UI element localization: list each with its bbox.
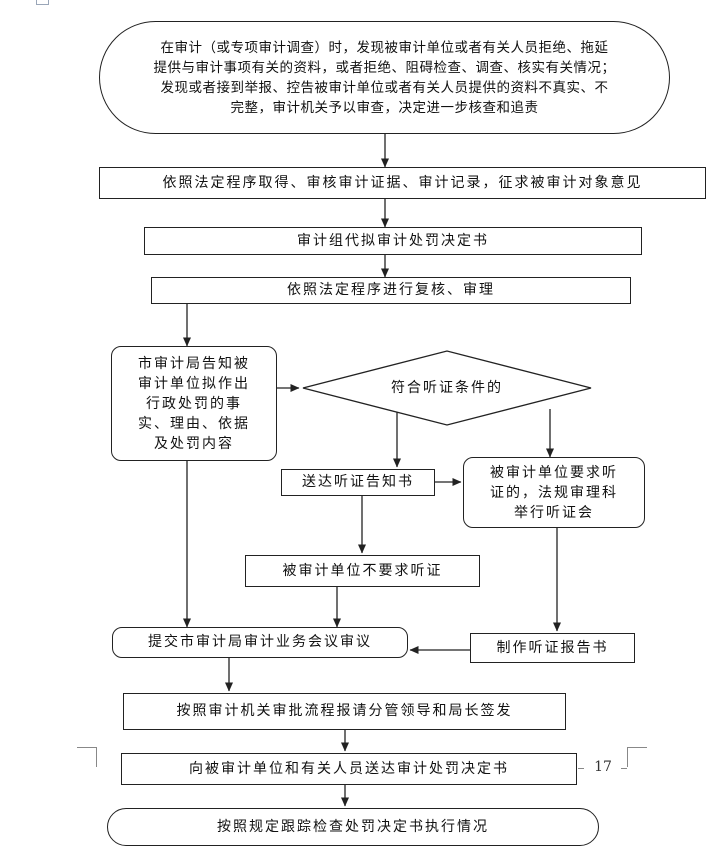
hearing-request-line-3: 举行听证会	[514, 504, 594, 521]
notify-step-box: 市审计局告知被 审计单位拟作出 行政处罚的事 实、理由、依据 及处罚内容	[111, 346, 277, 461]
end-terminal: 按照规定跟踪检查处罚决定书执行情况	[107, 808, 599, 846]
evidence-step-text: 依照法定程序取得、审核审计证据、审计记录，征求被审计对象意见	[162, 174, 643, 191]
page-corner-icon	[36, 0, 49, 5]
start-line-1: 在审计（或专项审计调查）时，发现被审计单位或者有关人员拒绝、拖延	[160, 39, 609, 56]
start-terminal: 在审计（或专项审计调查）时，发现被审计单位或者有关人员拒绝、拖延 提供与审计事项…	[99, 21, 670, 134]
crop-mark-left-h	[77, 747, 97, 748]
deliver-step-text: 向被审计单位和有关人员送达审计处罚决定书	[189, 760, 509, 777]
hearing-request-line-1: 被审计单位要求听	[490, 464, 618, 481]
no-hearing-box: 被审计单位不要求听证	[245, 555, 480, 587]
start-line-4: 完整，审计机关予以审查，决定进一步核查和追责	[230, 99, 539, 116]
evidence-step-box: 依照法定程序取得、审核审计证据、审计记录，征求被审计对象意见	[99, 167, 706, 199]
hearing-notice-box: 送达听证告知书	[281, 469, 435, 496]
no-hearing-text: 被审计单位不要求听证	[282, 562, 443, 579]
decision-diamond-shape	[302, 350, 592, 426]
crop-mark-left-v	[96, 747, 97, 767]
notify-line-1: 市审计局告知被	[138, 355, 250, 372]
notify-line-2: 审计单位拟作出	[138, 375, 250, 392]
decision-text: 符合听证条件的	[391, 379, 503, 396]
hearing-request-box: 被审计单位要求听 证的，法规审理科 举行听证会	[463, 457, 645, 528]
notify-line-3: 行政处罚的事	[146, 395, 242, 412]
meeting-step-box: 提交市审计局审计业务会议审议	[112, 627, 408, 658]
approval-step-text: 按照审计机关审批流程报请分管领导和局长签发	[176, 703, 513, 719]
start-line-2: 提供与审计事项有关的资料，或者拒绝、阻碍检查、调查、核实有关情况；	[153, 59, 616, 76]
draft-step-text: 审计组代拟审计处罚决定书	[297, 232, 489, 249]
review-step-text: 依照法定程序进行复核、审理	[287, 282, 495, 298]
review-step-box: 依照法定程序进行复核、审理	[151, 277, 631, 304]
notify-line-4: 实、理由、依据	[138, 415, 250, 432]
crop-mark-right-v	[627, 747, 628, 767]
deliver-step-box: 向被审计单位和有关人员送达审计处罚决定书	[121, 753, 577, 785]
approval-step-box: 按照审计机关审批流程报请分管领导和局长签发	[123, 693, 566, 730]
crop-mark-right-h	[627, 747, 647, 748]
end-text: 按照规定跟踪检查处罚决定书执行情况	[217, 818, 489, 835]
notify-line-5: 及处罚内容	[154, 435, 234, 452]
decision-label: 符合听证条件的	[353, 376, 541, 400]
meeting-step-text: 提交市审计局审计业务会议审议	[148, 634, 372, 650]
hearing-notice-text: 送达听证告知书	[302, 474, 414, 490]
start-line-3: 发现或者接到举报、控告被审计单位或者有关人员提供的资料不真实、不	[160, 79, 609, 96]
page-number: 17	[594, 759, 612, 775]
page-number-dash-right	[621, 768, 627, 769]
hearing-report-box: 制作听证报告书	[470, 633, 635, 663]
hearing-request-line-2: 证的，法规审理科	[490, 484, 618, 501]
hearing-report-text: 制作听证报告书	[496, 639, 609, 656]
page-number-dash-left	[578, 768, 584, 769]
draft-step-box: 审计组代拟审计处罚决定书	[144, 227, 642, 255]
